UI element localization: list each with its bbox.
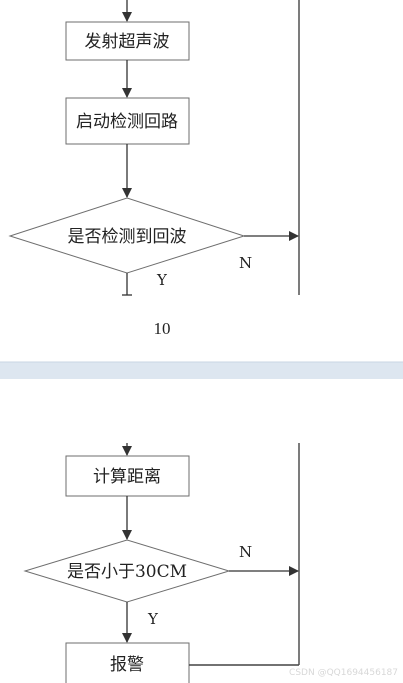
alarm-box (65, 642, 190, 683)
echo-yes-label: Y (156, 271, 168, 289)
alarm-label: 报警 (110, 655, 144, 675)
compute-distance-label: 计算距离 (93, 467, 161, 487)
distance-yes-label: Y (147, 610, 159, 628)
distance-no-label: N (239, 543, 252, 561)
emit-ultrasound-label: 发射超声波 (85, 32, 170, 52)
page-separator (0, 362, 403, 379)
start-detection-box (65, 97, 190, 145)
echo-no-label: N (239, 254, 252, 272)
start-detection-label: 启动检测回路 (76, 112, 178, 132)
echo-decision-label: 是否检测到回波 (68, 227, 187, 247)
page-number: 10 (154, 319, 171, 338)
csdn-watermark: CSDN @QQ1694456187 (289, 668, 398, 678)
compute-distance-box (65, 455, 190, 497)
distance-decision-label: 是否小于30CM (67, 562, 187, 582)
